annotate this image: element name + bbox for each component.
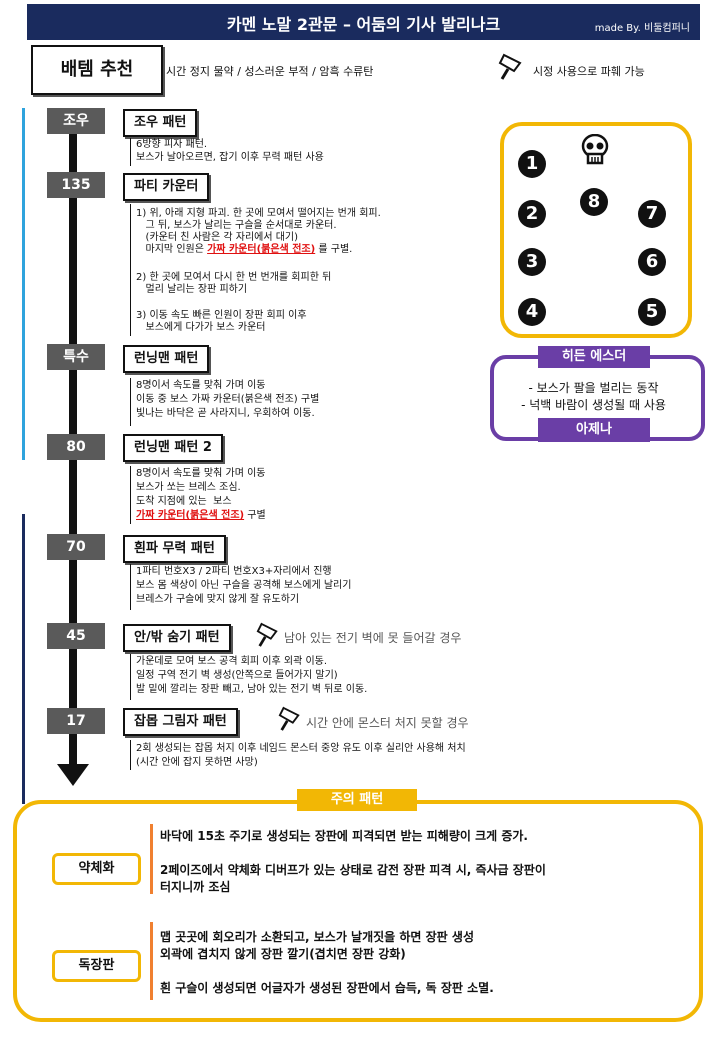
desc-special-1: 8명이서 속도를 맞춰 가며 이동: [136, 380, 266, 391]
esther-timing-1: - 보스가 팔을 벌리는 동작: [528, 381, 659, 395]
desc-135-4-text: 마지막 인원은: [136, 244, 208, 255]
desc-divider: [130, 204, 131, 336]
fake-counter-warning: 가짜 카운터(붉은색 전조): [136, 510, 245, 521]
hammer-note: 시정 사용으로 파훼 가능: [533, 65, 645, 78]
pattern-title-runningman: 런닝맨 패턴: [123, 345, 210, 373]
phase-tag-45: 45: [47, 623, 105, 649]
phase-tag-80: 80: [47, 434, 105, 460]
pattern-title-party-counter: 파티 카운터: [123, 173, 210, 201]
hammer-icon: [498, 53, 522, 80]
desc-divider: [130, 740, 131, 770]
desc-80-4-tail: 구별: [244, 510, 266, 521]
hammer-condition-17: 시간 안에 몬스터 처지 못할 경우: [306, 716, 469, 730]
caution-title: 주의 패턴: [297, 789, 417, 811]
desc-135-3: (카운터 친 사람은 각 자리에서 대기): [136, 232, 299, 243]
desc-70-2: 보스 몸 색상이 아닌 구슬을 공격해 보스에게 날리기: [136, 580, 352, 591]
position-map: 1 2 3 4 5 6 7 8: [500, 122, 692, 338]
desc-135-1: 1) 위, 아래 지형 파괴. 한 곳에 모여서 떨어지는 번개 회피.: [136, 208, 381, 219]
desc-135-2: 그 뒤, 보스가 날리는 구슬을 순서대로 카운터.: [136, 220, 337, 231]
caution-poison-text: 맵 곳곳에 회오리가 소환되고, 보스가 날개짓을 하면 장판 생성 외곽에 겹…: [160, 930, 494, 995]
credit-text: made By. 비둘컴퍼니: [594, 23, 690, 34]
esther-name: 아제나: [538, 418, 650, 442]
desc-divider: [130, 378, 131, 426]
desc-divider: [130, 654, 131, 700]
position-marker-1: 1: [518, 150, 546, 178]
arrow-down-icon: [57, 764, 89, 786]
desc-special-2: 이동 중 보스 가짜 카운터(붉은색 전조) 구별: [136, 394, 320, 405]
position-marker-8: 8: [580, 188, 608, 216]
recommend-label: 배템 추천: [31, 45, 163, 95]
phase-tag-17: 17: [47, 708, 105, 734]
pattern-title-encounter: 조우 패턴: [123, 109, 198, 137]
caution-divider: [150, 922, 153, 1000]
phase-bar-light: [22, 108, 25, 460]
desc-45-3: 발 밑에 깔리는 장판 빼고, 남아 있는 전기 벽 뒤로 이동.: [136, 684, 368, 695]
desc-135-5: 2) 한 곳에 모여서 다시 한 번 번개를 회피한 뒤: [136, 272, 332, 283]
desc-135-4: 마지막 인원은 가짜 카운터(붉은색 전조) 를 구별.: [136, 244, 353, 256]
position-marker-4: 4: [518, 298, 546, 326]
desc-divider: [130, 138, 131, 166]
recommend-items: 시간 정지 물약 / 성스러운 부적 / 암흑 수류탄: [166, 65, 374, 78]
desc-17-1: 2회 생성되는 잡몹 처지 이후 네임드 몬스터 중앙 유도 이후 실리안 사용…: [136, 743, 466, 754]
position-marker-3: 3: [518, 248, 546, 276]
desc-135-6: 멀리 날리는 장판 피하기: [136, 284, 248, 295]
hammer-icon: [278, 706, 300, 731]
phase-tag-135: 135: [47, 172, 105, 198]
phase-tag-special: 특수: [47, 344, 105, 370]
pattern-title-hide: 안/밖 숨기 패턴: [123, 624, 231, 652]
pattern-title-runningman-2: 런닝맨 패턴 2: [123, 434, 223, 462]
desc-encounter-1: 6방향 피자 패턴.: [136, 139, 208, 150]
desc-135-7: 3) 이동 속도 빠른 인원이 장판 회피 이후: [136, 310, 307, 321]
position-marker-7: 7: [638, 200, 666, 228]
desc-135-4-tail: 를 구별.: [315, 244, 353, 255]
fake-counter-warning: 가짜 카운터(붉은색 전조): [207, 244, 316, 255]
desc-80-3: 도착 지점에 있는 보스: [136, 496, 232, 507]
esther-timing-2: - 넉백 바람이 생성될 때 사용: [521, 398, 666, 412]
desc-135-8: 보스에게 다가가 보스 카운터: [136, 322, 266, 333]
caution-weakness-text: 바닥에 15초 주기로 생성되는 장판에 피격되면 받는 피해량이 크게 증가.…: [160, 829, 546, 894]
desc-80-2: 보스가 쏘는 브레스 조심.: [136, 482, 241, 493]
desc-divider: [130, 564, 131, 610]
desc-70-1: 1파티 번호X3 / 2파티 번호X3+자리에서 진행: [136, 566, 332, 577]
caution-label-poison: 독장판: [52, 950, 141, 982]
hidden-esther-title: 히든 에스더: [538, 346, 650, 368]
caution-label-weakness: 약체화: [52, 853, 141, 885]
hammer-icon: [256, 622, 278, 647]
desc-80-4: 가짜 카운터(붉은색 전조) 구별: [136, 510, 266, 522]
desc-45-2: 일정 구역 전기 벽 생성(안쪽으로 들어가지 말기): [136, 670, 338, 681]
desc-divider: [130, 466, 131, 524]
desc-45-1: 가운데로 모여 보스 공격 회피 이후 외곽 이동.: [136, 656, 328, 667]
pattern-title-white-orb: 흰파 무력 패턴: [123, 535, 226, 563]
desc-special-3: 빛나는 바닥은 곧 사라지니, 우회하여 이동.: [136, 408, 315, 419]
caution-section: [13, 800, 703, 1022]
phase-tag-encounter: 조우: [47, 108, 105, 134]
caution-divider: [150, 824, 153, 894]
position-marker-5: 5: [638, 298, 666, 326]
desc-encounter-2: 보스가 날아오르면, 잡기 이후 무력 패턴 사용: [136, 152, 324, 163]
header-bar: 카멘 노말 2관문 – 어둠의 기사 발리나크 made By. 비둘컴퍼니: [27, 4, 700, 40]
phase-tag-70: 70: [47, 534, 105, 560]
position-marker-6: 6: [638, 248, 666, 276]
desc-70-3: 브레스가 구슬에 맞지 않게 잘 유도하기: [136, 594, 300, 605]
desc-17-2: (시간 안에 잡지 못하면 사망): [136, 757, 258, 768]
position-marker-2: 2: [518, 200, 546, 228]
page-title: 카멘 노말 2관문 – 어둠의 기사 발리나크: [226, 15, 501, 34]
pattern-title-shadow: 잡몹 그림자 패턴: [123, 708, 238, 736]
skull-icon: [581, 134, 609, 165]
hammer-condition-45: 남아 있는 전기 벽에 못 들어갈 경우: [284, 631, 462, 645]
desc-80-1: 8명이서 속도를 맞춰 가며 이동: [136, 468, 266, 479]
phase-bar-dark: [22, 514, 25, 804]
